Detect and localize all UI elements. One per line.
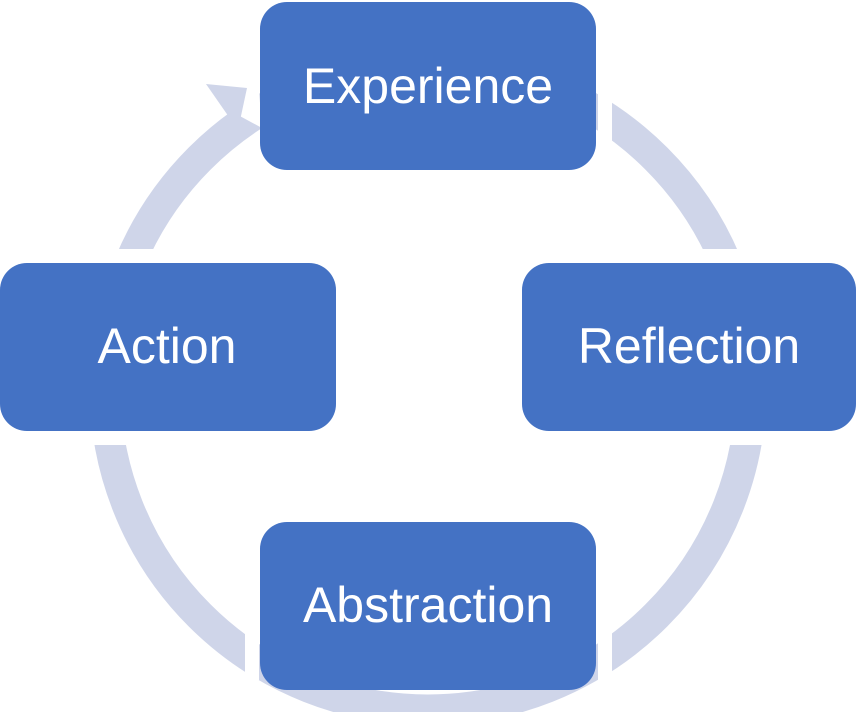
node-abstraction: Abstraction bbox=[260, 522, 596, 690]
node-abstraction-box bbox=[260, 522, 596, 690]
node-action-box bbox=[0, 263, 336, 431]
node-abstraction-label: Abstraction bbox=[303, 577, 553, 633]
node-reflection: Reflection bbox=[522, 263, 856, 431]
node-action: Action bbox=[0, 263, 336, 431]
node-experience-label: Experience bbox=[303, 58, 553, 114]
node-action-label: Action bbox=[98, 318, 237, 374]
node-reflection-label: Reflection bbox=[578, 318, 800, 374]
node-experience-box bbox=[260, 2, 596, 170]
node-experience: Experience bbox=[260, 2, 596, 170]
cycle-arrowhead bbox=[206, 84, 247, 130]
node-reflection-box bbox=[522, 263, 856, 431]
